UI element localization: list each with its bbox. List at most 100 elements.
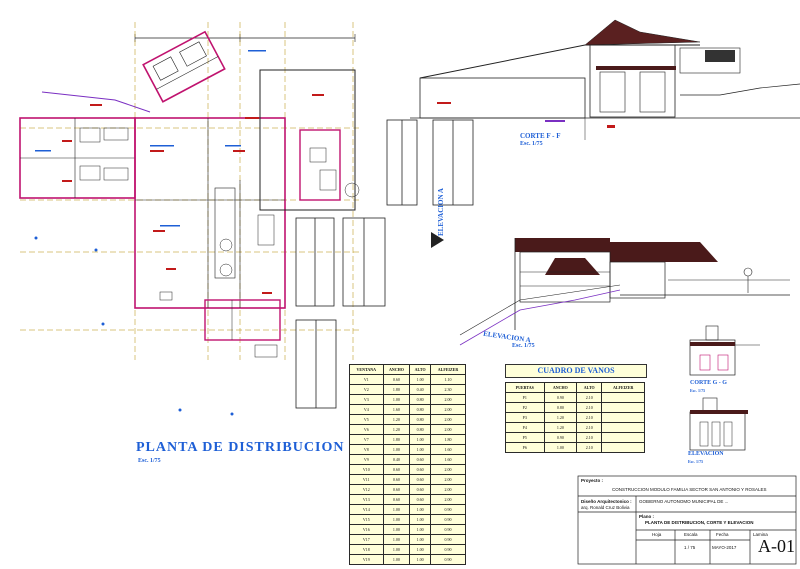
vanos-table-row-cell: 0.90 xyxy=(543,392,578,403)
windows-table-row-cell: 2.00 xyxy=(429,494,467,505)
windows-table-row-cell: 0.60 xyxy=(409,494,431,505)
windows-table-row-cell: V18 xyxy=(349,544,384,555)
section-ff xyxy=(410,19,800,140)
small-elevation xyxy=(689,397,748,451)
door-elevations xyxy=(295,119,474,409)
plan-title: PLANTA DE DISTRIBUCION xyxy=(136,440,345,455)
elevation-a xyxy=(431,232,790,346)
windows-table-row-cell: 0.40 xyxy=(409,384,431,395)
windows-table-row-cell: 1.00 xyxy=(409,434,431,445)
windows-table-row-cell: 0.60 xyxy=(382,494,411,505)
vanos-table-row-cell: 2.10 xyxy=(576,402,603,413)
title-block-frame xyxy=(577,475,797,565)
floor-plan xyxy=(19,22,360,416)
elevation-a-scale: Esc. 1/75 xyxy=(512,343,535,349)
windows-table-row-cell: 1.10 xyxy=(429,374,467,385)
windows-header-cell: VENTANA xyxy=(349,364,384,375)
sheet-number: A-01 xyxy=(758,536,795,556)
windows-table-row-cell: V5 xyxy=(349,414,384,425)
windows-table-row-cell: 0.80 xyxy=(409,404,431,415)
section-gg xyxy=(689,325,760,376)
vanos-table-row-cell: 2.10 xyxy=(576,392,603,403)
windows-table-row-cell: 1.00 xyxy=(409,524,431,535)
small-elevation-scale: Esc. 1/75 xyxy=(688,459,704,464)
section-ff-scale: Esc. 1/75 xyxy=(520,141,543,147)
windows-table-row-cell: 2.00 xyxy=(429,394,467,405)
windows-table-row-cell: 0.90 xyxy=(429,544,467,555)
windows-table-row-cell: 0.90 xyxy=(429,504,467,515)
vanos-table-header: PUERTAS ANCHO ALTO ALFEIZER xyxy=(505,382,645,393)
windows-table-row-cell: 0.60 xyxy=(409,464,431,475)
windows-table-row-cell: 1.00 xyxy=(382,514,411,525)
windows-table-row-cell: 1.00 xyxy=(409,374,431,385)
vanos-header-cell: PUERTAS xyxy=(505,382,545,393)
vanos-table-row-cell xyxy=(601,422,645,433)
windows-table-row-cell: 0.60 xyxy=(409,454,431,465)
vanos-table-row-cell: 2.10 xyxy=(576,422,603,433)
windows-table-row-cell: 1.00 xyxy=(409,554,431,565)
section-gg-scale: Esc. 1/75 xyxy=(690,388,706,393)
windows-table-row-cell: 1.00 xyxy=(409,514,431,525)
windows-table-row-cell: V4 xyxy=(349,404,384,415)
windows-table-row-cell: 0.60 xyxy=(409,474,431,485)
windows-table-row-cell: V11 xyxy=(349,474,384,485)
windows-table-row-cell: 1.60 xyxy=(429,444,467,455)
windows-table-row-cell: 0.80 xyxy=(409,414,431,425)
windows-table-row-cell: 1.00 xyxy=(409,444,431,455)
vanos-header-cell: ANCHO xyxy=(543,382,578,393)
project-label: Proyecto : xyxy=(581,478,604,483)
project-name: CONSTRUCCION MODULO FAMILIA SECTOR SAN A… xyxy=(612,487,767,492)
design-label: Diseño Arquitectonico : xyxy=(581,499,632,504)
windows-table-row-cell: 1.60 xyxy=(429,454,467,465)
fecha-value: MAYO-2017 xyxy=(712,545,737,550)
vanos-table-row-cell xyxy=(601,402,645,413)
small-elevation-title: ELEVACION xyxy=(688,451,724,457)
section-ff-title: CORTE F - F xyxy=(520,132,561,140)
windows-table-row-cell: V19 xyxy=(349,554,384,565)
windows-table-row-cell: 1.80 xyxy=(429,434,467,445)
vanos-table-row-cell: P1 xyxy=(505,392,545,403)
windows-table-row-cell: 2.00 xyxy=(429,414,467,425)
windows-table-row-cell: 0.80 xyxy=(409,394,431,405)
windows-table-row-cell: 2.00 xyxy=(429,464,467,475)
windows-table-row-cell: 2.00 xyxy=(429,484,467,495)
vanos-table-row-cell xyxy=(601,392,645,403)
windows-table-row-cell: 0.60 xyxy=(382,484,411,495)
windows-table-row-cell: 0.80 xyxy=(409,424,431,435)
windows-table-header: VENTANA ANCHO ALTO ALFEIZER xyxy=(349,364,467,375)
windows-table-row-cell: 1.00 xyxy=(382,524,411,535)
windows-table-row-cell: 1.00 xyxy=(409,544,431,555)
elevation-a-arrow-label: ELEVACION A xyxy=(437,188,445,236)
windows-table-row-cell: 1.20 xyxy=(382,424,411,435)
windows-table-row-cell: V7 xyxy=(349,434,384,445)
windows-table-row-cell: 0.60 xyxy=(382,474,411,485)
vanos-table-row-cell: 1.20 xyxy=(543,412,578,423)
windows-table-row-cell: 1.20 xyxy=(382,414,411,425)
vanos-table-row-cell: 2.10 xyxy=(576,412,603,423)
windows-table-row-cell: V6 xyxy=(349,424,384,435)
vanos-table-row-cell xyxy=(601,432,645,443)
vanos-table-row-cell: 1.00 xyxy=(543,442,578,453)
escala-label: Escala xyxy=(684,532,698,537)
windows-header-cell: ANCHO xyxy=(382,364,411,375)
windows-table-row-cell: 1.00 xyxy=(409,534,431,545)
windows-table-row-cell: 0.60 xyxy=(382,464,411,475)
vanos-table-row-cell: P3 xyxy=(505,412,545,423)
vanos-table-row-cell: P4 xyxy=(505,422,545,433)
windows-table-row-cell: 0.60 xyxy=(409,484,431,495)
